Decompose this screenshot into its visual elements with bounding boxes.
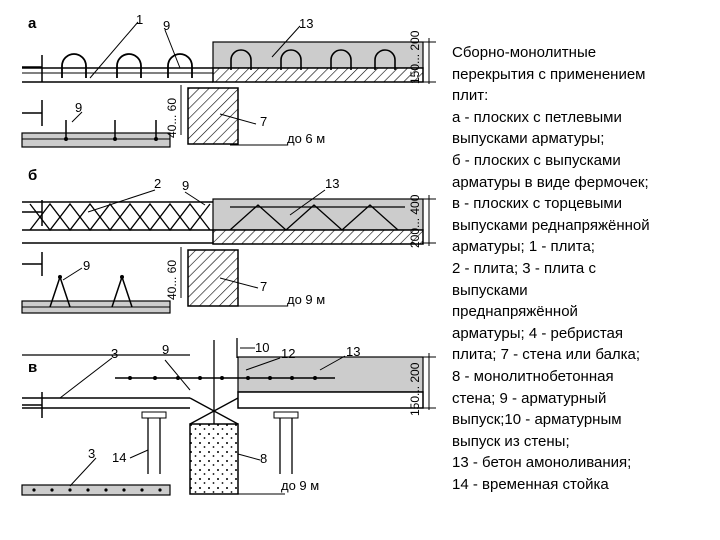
- legend-line: арматуры в виде фермочек;: [452, 173, 649, 191]
- plate-13-v: [237, 356, 424, 409]
- plate-13-b: [212, 198, 424, 245]
- span-v: до 9 м: [281, 478, 319, 493]
- legend-line: 2 - плита; 3 - плита с: [452, 259, 596, 277]
- cross-section-v: [21, 484, 171, 496]
- cross-section-a: [21, 132, 171, 148]
- legend-line: 13 - бетон амоноливания;: [452, 454, 632, 472]
- section-b-letter: б: [28, 167, 37, 184]
- callout-label: 14: [112, 450, 126, 465]
- legend-line: 8 - монолитнобетонная: [452, 367, 614, 385]
- legend-line: б - плоских с выпусками: [452, 151, 621, 169]
- legend-line: 14 - временная стойка: [452, 475, 609, 493]
- legend-line: выпуск;10 - арматурным: [452, 411, 622, 429]
- wall-7: [187, 87, 239, 145]
- legend-line: выпуск из стены;: [452, 432, 570, 450]
- callout-label: 8: [260, 451, 267, 466]
- legend-line: а - плоских с петлевыми: [452, 108, 622, 126]
- callout-label: 9: [83, 258, 90, 273]
- legend-line: арматуры; 4 - ребристая: [452, 324, 624, 342]
- legend-line: плита; 7 - стена или балка;: [452, 346, 641, 364]
- legend-line: Сборно-монолитные: [452, 44, 597, 61]
- callout-label: 200... 400: [408, 194, 422, 248]
- callout-label: 9: [162, 342, 169, 357]
- section-v-letter: в: [28, 359, 37, 376]
- callout-label: 40... 60: [165, 98, 179, 138]
- callout-label: 10: [255, 340, 269, 355]
- legend-line: арматуры; 1 - плита;: [452, 238, 595, 256]
- span-a: до 6 м: [287, 131, 325, 146]
- callout-label: 9: [75, 100, 82, 115]
- plate-2: [22, 201, 213, 244]
- callout-label: 150... 200: [408, 362, 422, 416]
- plate-1: [22, 53, 213, 83]
- section-a: а: [21, 12, 436, 148]
- legend-line: выпусками: [452, 281, 528, 299]
- callout-label: 3: [111, 346, 118, 361]
- legend-line: выпусками арматуры;: [452, 130, 605, 148]
- legend-line: преднапряжённой: [452, 303, 578, 321]
- legend-line: перекрытия с применением: [452, 65, 646, 83]
- slab-diagram: а: [21, 12, 436, 496]
- callout-label: 9: [163, 18, 170, 33]
- callout-label: 150... 200: [408, 30, 422, 84]
- callout-label: 40... 60: [165, 260, 179, 300]
- legend-line: выпусками реднапряжённой: [452, 216, 650, 234]
- callout-label: 13: [299, 16, 313, 31]
- span-b: до 9 м: [287, 292, 325, 307]
- plate-13: [212, 41, 424, 83]
- section-v: в: [21, 338, 436, 496]
- callout-label: 2: [154, 176, 161, 191]
- callout-label: 12: [281, 346, 295, 361]
- legend-line: плит:: [452, 87, 489, 105]
- temporary-prop-14: [141, 411, 299, 474]
- callout-label: 1: [136, 12, 143, 27]
- callout-label: 9: [182, 178, 189, 193]
- callout-label: 13: [325, 176, 339, 191]
- callout-label: 7: [260, 114, 267, 129]
- legend-text: Сборно-монолитные перекрытия с применение…: [452, 42, 714, 495]
- section-a-letter: а: [28, 15, 37, 32]
- callout-label: 3: [88, 446, 95, 461]
- wall-7-b: [187, 249, 239, 307]
- callout-label: 7: [260, 279, 267, 294]
- section-b: б 2 9 13 9: [21, 167, 436, 314]
- wall-8: [189, 423, 239, 495]
- legend-line: стена; 9 - арматурный: [452, 389, 607, 407]
- callout-label: 13: [346, 344, 360, 359]
- legend-line: в - плоских с торцевыми: [452, 195, 623, 213]
